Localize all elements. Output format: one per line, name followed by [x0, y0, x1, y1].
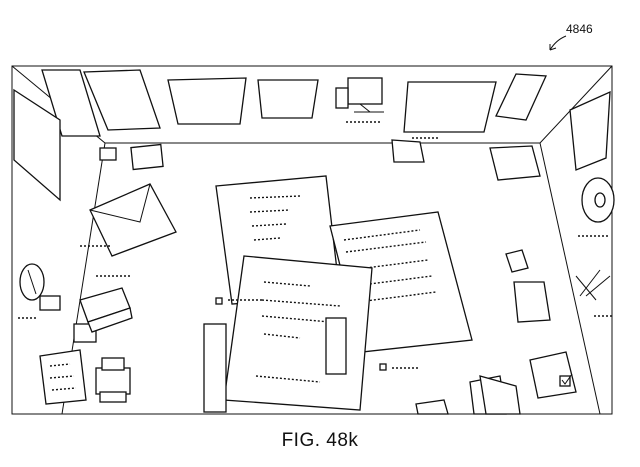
- document-icon: [505, 249, 551, 323]
- monitor-icon: [335, 77, 384, 113]
- figure-caption: FIG. 48k: [281, 430, 359, 451]
- envelope-icon: [89, 183, 177, 257]
- reference-numeral: 4846: [566, 22, 593, 36]
- books-icon: [79, 287, 133, 333]
- arrow-icon: [549, 35, 567, 51]
- checkbox-document-icon: [529, 351, 577, 399]
- document-icon: [203, 175, 473, 413]
- folder-icon: [391, 139, 541, 181]
- shortcut-icon: [39, 143, 164, 343]
- tools-icon: [575, 269, 611, 301]
- compass-icon: [19, 263, 45, 301]
- folder-icon: [415, 375, 521, 415]
- disc-icon: [581, 177, 615, 223]
- document-icon: [39, 349, 87, 405]
- printer-icon: [95, 357, 131, 403]
- wall-picture-icon: [13, 69, 611, 202]
